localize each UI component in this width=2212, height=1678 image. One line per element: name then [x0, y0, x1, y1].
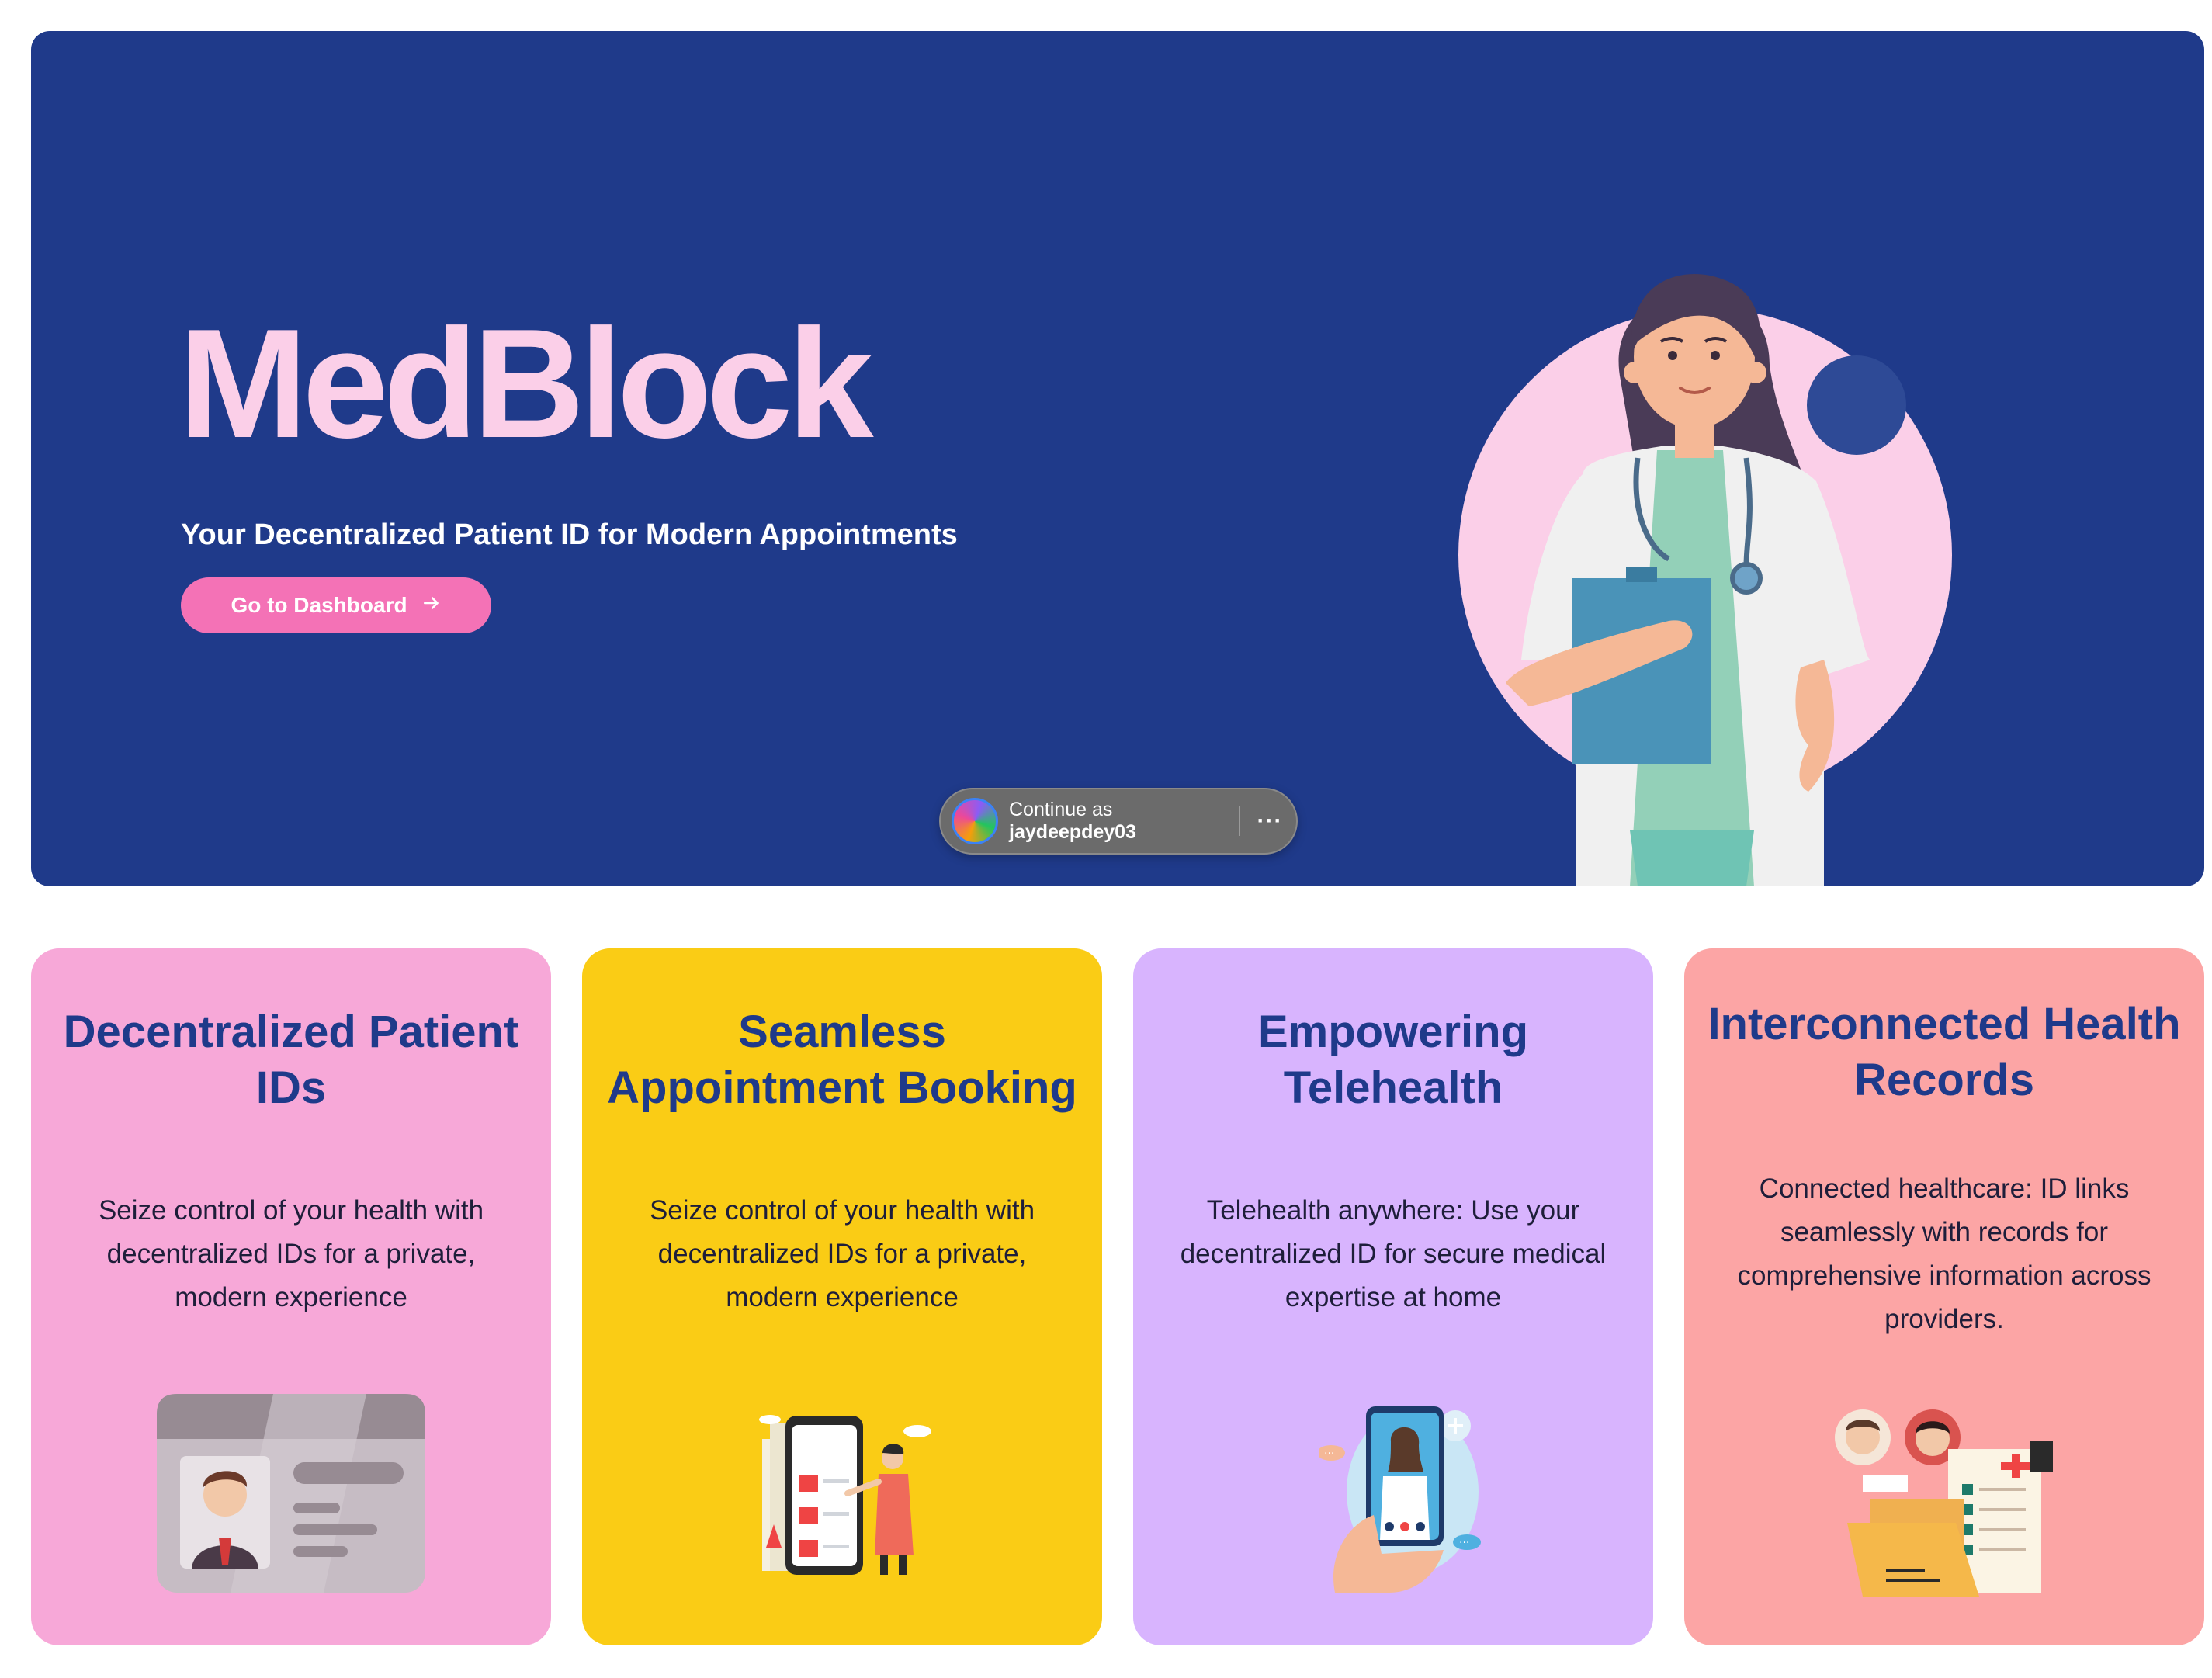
- username-label: jaydeepdey03: [1009, 821, 1136, 843]
- feature-title: Interconnected Health Records: [1708, 999, 2181, 1105]
- go-to-dashboard-label: Go to Dashboard: [231, 593, 407, 617]
- health-records-illustration: [1832, 1406, 2072, 1604]
- feature-description: Telehealth anywhere: Use your decentrali…: [1180, 1195, 1607, 1312]
- feature-description: Seize control of your health with decent…: [649, 1195, 1035, 1312]
- feature-cards: Decentralized Patient IDs Seize control …: [31, 948, 2204, 1645]
- divider: [1239, 806, 1240, 836]
- continue-as-prompt[interactable]: Continue as jaydeepdey03 ···: [939, 788, 1298, 855]
- feature-card-telehealth: Empowering Telehealth Telehealth anywher…: [1133, 948, 1653, 1645]
- doctor-illustration: [1405, 225, 1964, 886]
- feature-card-patient-ids: Decentralized Patient IDs Seize control …: [31, 948, 551, 1645]
- hero-title: MedBlock: [179, 297, 874, 470]
- id-card-icon: [157, 1394, 425, 1597]
- feature-title: Seamless Appointment Booking: [607, 1007, 1077, 1113]
- go-to-dashboard-button[interactable]: Go to Dashboard: [181, 577, 491, 633]
- svg-text:···: ···: [1324, 1447, 1334, 1460]
- avatar: [952, 798, 998, 844]
- hero-banner: MedBlock Your Decentralized Patient ID f…: [31, 31, 2204, 886]
- feature-description: Seize control of your health with decent…: [98, 1195, 484, 1312]
- telehealth-illustration: ··· ···: [1317, 1399, 1482, 1597]
- feature-title: Decentralized Patient IDs: [63, 1007, 519, 1113]
- more-options-icon[interactable]: ···: [1257, 808, 1283, 834]
- hero-subtitle: Your Decentralized Patient ID for Modern…: [181, 518, 958, 551]
- continue-as-label: Continue as: [1009, 799, 1113, 821]
- svg-text:···: ···: [1459, 1537, 1469, 1549]
- feature-card-appointment-booking: Seamless Appointment Booking Seize contr…: [582, 948, 1102, 1645]
- appointment-booking-illustration: [754, 1408, 933, 1583]
- feature-card-health-records: Interconnected Health Records Connected …: [1684, 948, 2204, 1645]
- feature-title: Empowering Telehealth: [1257, 1007, 1529, 1113]
- feature-description: Connected healthcare: ID links seamlessl…: [1737, 1174, 2151, 1334]
- arrow-right-icon: [421, 593, 442, 619]
